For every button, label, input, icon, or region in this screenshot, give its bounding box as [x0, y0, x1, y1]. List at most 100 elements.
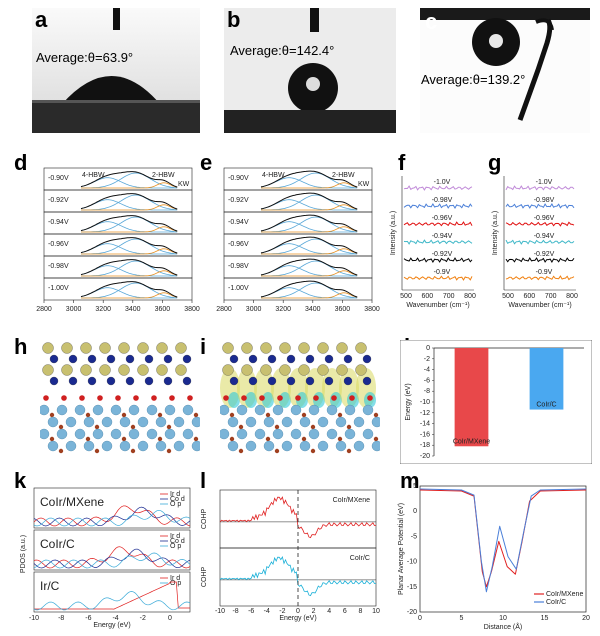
co-atom	[337, 412, 343, 418]
c-atom	[163, 376, 173, 386]
pdos-xtick-label: -10	[29, 615, 39, 622]
raman-potential-label: -0.92V	[432, 251, 453, 258]
ir-atom	[128, 428, 140, 440]
structure-model-h	[40, 342, 200, 454]
ir-kw-band	[81, 270, 178, 277]
ir-2hbw-band	[81, 194, 178, 211]
potential-ytick-label: -15	[407, 584, 417, 591]
cohp-group-label: CoIr/MXene	[333, 497, 370, 504]
bar-ylabel: Energy (eV)	[405, 383, 412, 420]
bar-ytick-label: -10	[420, 399, 430, 406]
raman-xtick-label: 800	[464, 293, 476, 300]
ir-kw-band	[81, 248, 178, 255]
co-atom	[229, 412, 235, 418]
pdos-xtick-label: 0	[168, 615, 172, 622]
panel-label-e: e	[200, 150, 213, 175]
raman-potential-label: -0.9V	[536, 269, 553, 276]
ir-legend-kw: KW	[178, 181, 190, 188]
raman-potential-label: -0.98V	[534, 197, 555, 204]
ti-atom	[137, 342, 149, 354]
ti-atom	[222, 342, 234, 354]
ir-row-frame	[43, 277, 193, 301]
c-atom	[305, 376, 315, 386]
pdos-ylabel: PDOS (a.u.)	[20, 535, 27, 573]
panel-label-d: d	[14, 150, 28, 175]
ir-xtick-label: 3200	[95, 306, 111, 313]
co-atom	[49, 436, 55, 442]
co-atom	[166, 448, 172, 454]
pdos-curve	[33, 506, 191, 527]
o-atom	[79, 395, 85, 401]
ir-atom	[308, 404, 320, 416]
co-atom	[238, 448, 244, 454]
ir-atom	[227, 416, 239, 428]
ir-2hbw-band	[81, 238, 178, 255]
c-atom	[267, 376, 277, 386]
contact-angle-caption-a: Average:θ=63.9°	[36, 50, 134, 65]
co-atom	[85, 412, 91, 418]
co-atom	[274, 424, 280, 430]
o-atom	[61, 395, 67, 401]
ir-atom	[272, 404, 284, 416]
co-atom	[58, 448, 64, 454]
charge-density-lobe	[279, 392, 291, 408]
raman-xtick-label: 700	[545, 293, 557, 300]
c-atom	[362, 376, 372, 386]
potential-legend-label: CoIr/C	[546, 599, 566, 606]
ir-total-fit	[260, 236, 358, 254]
co-atom	[346, 448, 352, 454]
c-atom	[125, 376, 135, 386]
ir-2hbw-band	[81, 282, 178, 299]
bar-ytick-label: -4	[424, 367, 430, 374]
raman-potential-label: -1.0V	[536, 179, 553, 186]
pdos-legend-label: Ir d	[170, 533, 180, 540]
co-atom	[85, 436, 91, 442]
ir-legend-2hbw: 2-HBW	[152, 172, 175, 179]
potential-xtick-label: 15	[541, 615, 549, 622]
ir-2hbw-band	[81, 260, 178, 277]
potential-ylabel: Planar Average Potential (eV)	[398, 503, 405, 595]
ir-potential-label: -0.94V	[228, 219, 249, 226]
ir-atom	[299, 440, 311, 452]
co-atom	[121, 412, 127, 418]
ir-kw-band	[261, 248, 358, 255]
ir-atom	[317, 440, 329, 452]
o-atom	[223, 395, 229, 401]
ir-xtick-label: 2800	[36, 306, 52, 313]
ir-atom	[220, 404, 230, 416]
ir-xtick-label: 3400	[125, 306, 141, 313]
ir-atom	[182, 428, 194, 440]
panel-label-k: k	[14, 468, 27, 493]
ir-atom	[119, 440, 131, 452]
o-atom	[277, 395, 283, 401]
ir-atom	[146, 404, 158, 416]
ir-atom	[281, 440, 293, 452]
pdos-xtick-label: -8	[58, 615, 64, 622]
ir-atom	[155, 416, 167, 428]
co-atom	[301, 436, 307, 442]
ir-potential-label: -1.00V	[48, 285, 69, 292]
ir-atom	[137, 440, 149, 452]
ir-row-frame	[223, 277, 373, 301]
c-atom	[163, 354, 173, 364]
o-atom	[187, 395, 193, 401]
co-atom	[166, 424, 172, 430]
ir-atom	[227, 440, 239, 452]
ir-atom	[362, 404, 374, 416]
raman-xtick-label: 700	[443, 293, 455, 300]
droplet-b-drawing	[224, 8, 396, 133]
o-atom	[97, 395, 103, 401]
ir-atom	[281, 416, 293, 428]
raman-xtick-label: 600	[421, 293, 433, 300]
ir-atom	[362, 428, 374, 440]
ir-potential-label: -0.92V	[48, 197, 69, 204]
c-atom	[68, 376, 78, 386]
ir-total-fit	[80, 193, 178, 210]
pdos-legend-label: O p	[170, 501, 181, 508]
ir-chart-e: -0.90V-0.92V-0.94V-0.96V-0.98V-1.00V4-HB…	[216, 167, 380, 313]
pdos-xtick-label: -2	[140, 615, 146, 622]
ti-atom	[156, 342, 168, 354]
ir-atom	[47, 416, 59, 428]
ir-atom	[263, 440, 275, 452]
pdos-group-label: CoIr/C	[40, 537, 75, 551]
